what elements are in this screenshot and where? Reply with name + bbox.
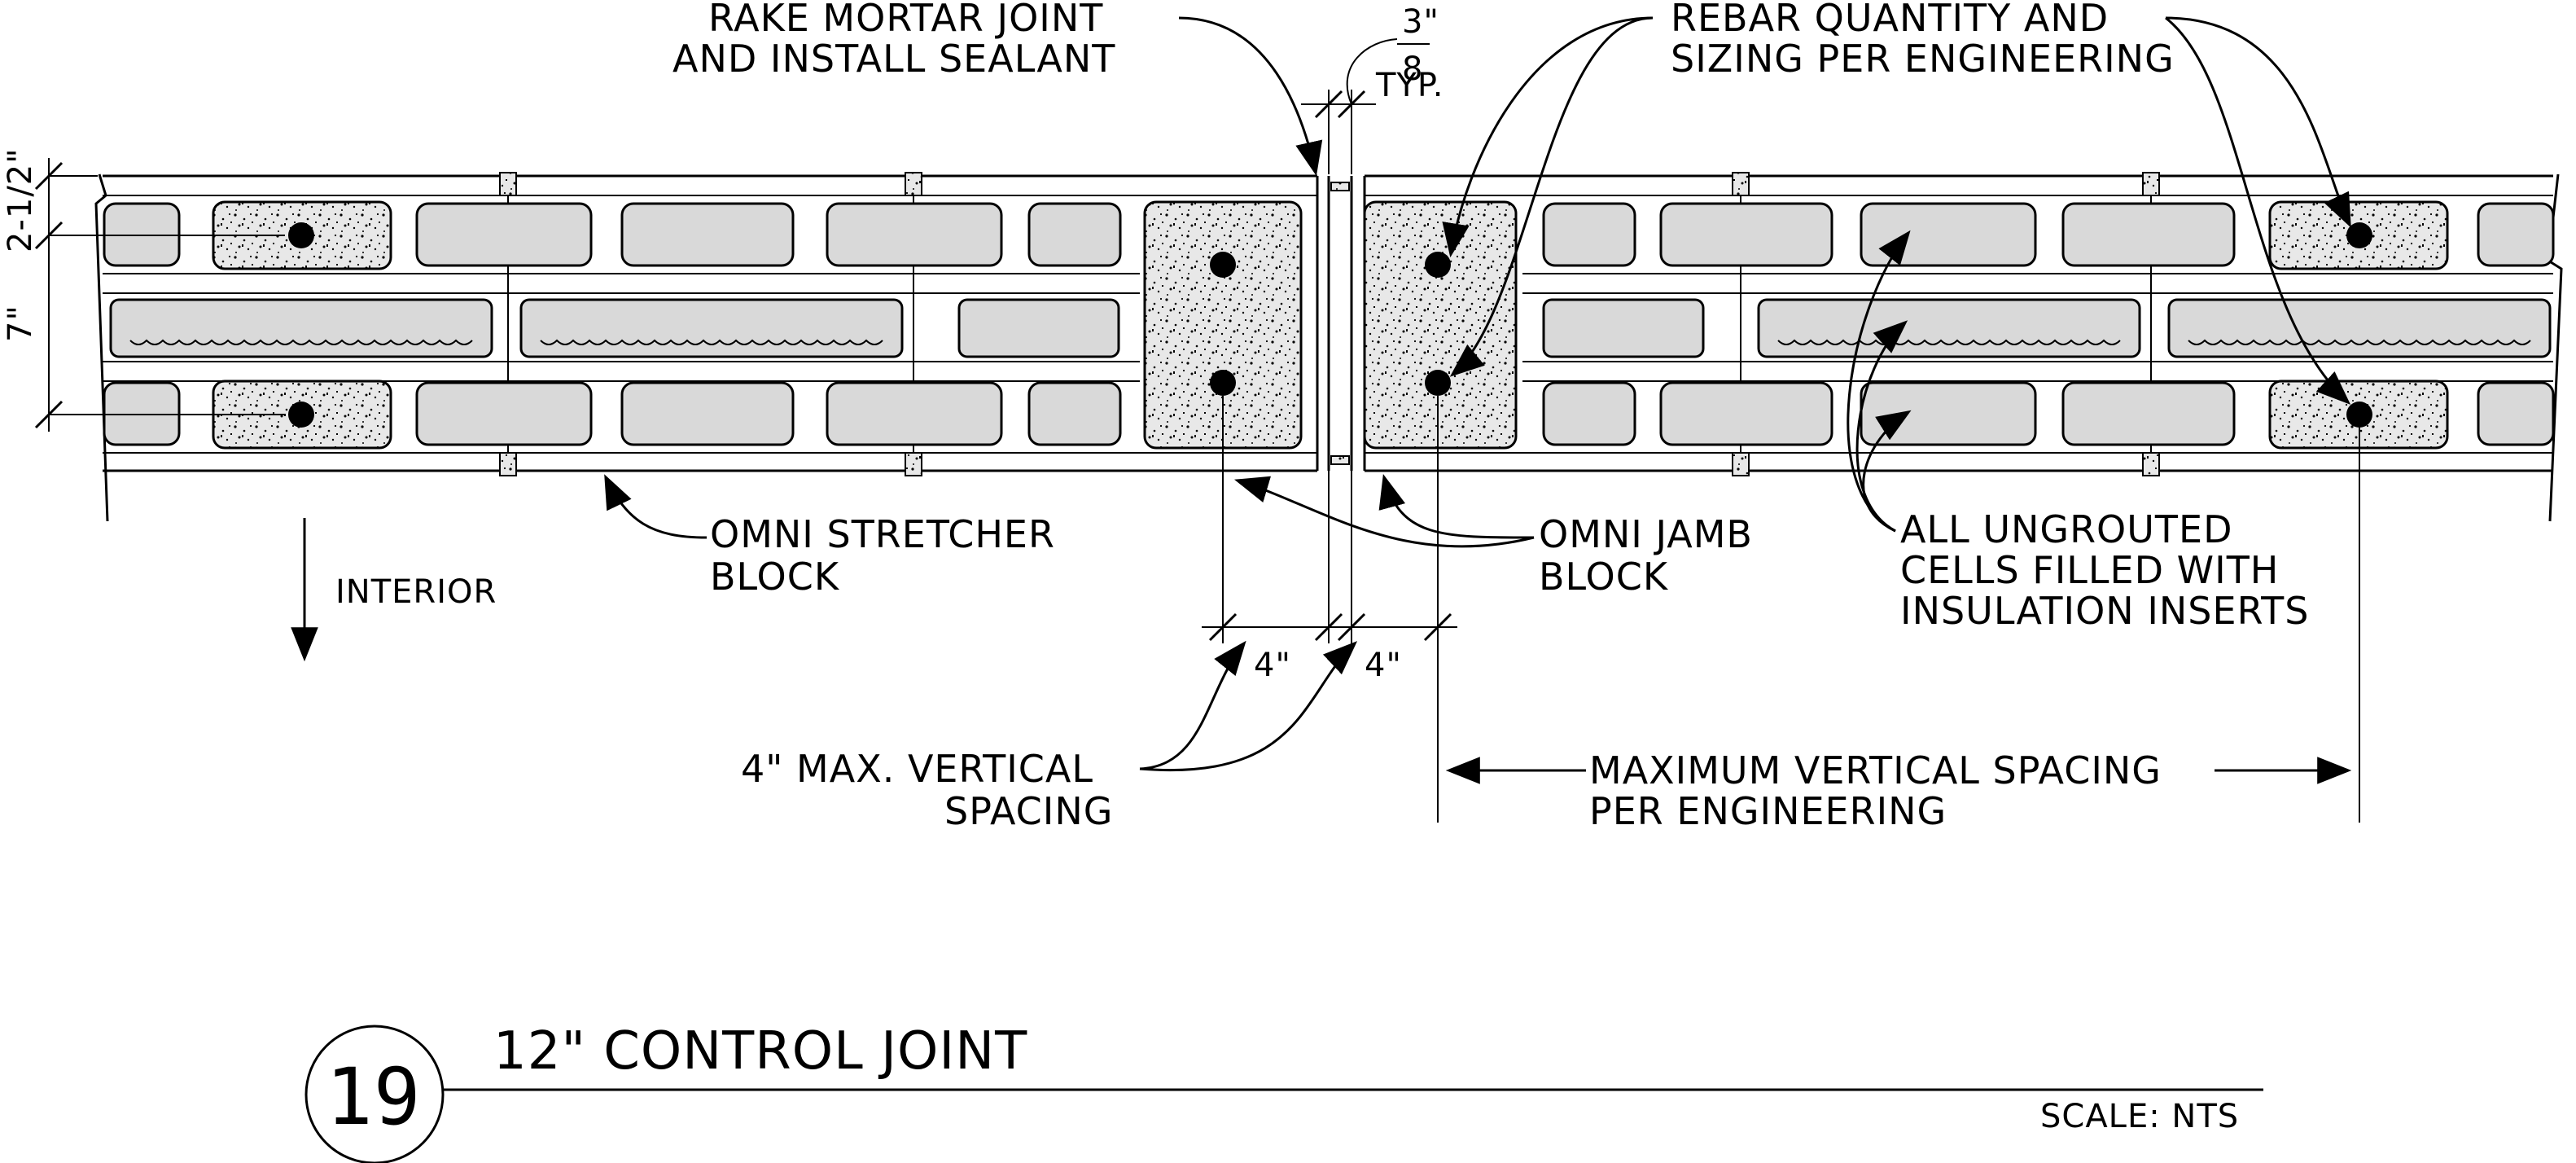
max4-leader-2 [1139,641,1358,771]
dim-4in-right: 4" [1365,647,1402,684]
interior-label: INTERIOR [335,573,497,611]
joint-width-numerator: 3" [1402,3,1439,41]
stretcher-label-line1: OMNI STRETCHER [710,512,1055,556]
interior-row-cells-right [1542,381,2555,446]
dim-4in-left: 4" [1254,647,1291,684]
dim-face-shell: 2-1/2" [2,147,39,252]
max4-label-line2: SPACING [944,789,1113,833]
rake-label-line2: AND INSTALL SEALANT [672,37,1115,81]
joint-width-typ: TYP. [1375,67,1444,104]
exterior-row-cells-left [103,202,1122,267]
title-block: 19 12" CONTROL JOINT SCALE: NTS [304,1021,2263,1163]
lower-annotations: OMNI STRETCHER BLOCK OMNI JAMB BLOCK ALL… [291,230,2360,833]
dim-cell-spacing: 7" [2,305,39,342]
ungrouted-leader-2 [1855,320,1908,533]
max4-leader-1 [1139,640,1246,770]
rake-label-line1: RAKE MORTAR JOINT [708,0,1103,40]
rebar-leader-2 [1449,16,1654,377]
rebar-bars [288,222,2372,428]
rebar-label-line2: SIZING PER ENGINEERING [1671,37,2175,81]
ungrouted-label-line1: ALL UNGROUTED [1900,507,2233,551]
jamb-grout-right [1363,200,1518,450]
grouted-cells-right [1363,200,2449,450]
rebar-label-line1: REBAR QUANTITY AND [1671,0,2109,40]
detail-bubble [304,1025,445,1163]
jamb-leader-left [1233,476,1535,548]
stretcher-label-line2: BLOCK [710,555,840,599]
rebar-leader-4 [2165,16,2351,405]
detail-title: 12" CONTROL JOINT [493,1021,1027,1082]
left-dimensions: 2-1/2" 7" [2,147,285,432]
ungrouted-label-line3: INSULATION INSERTS [1900,589,2309,633]
maxspace-label-line1: MAXIMUM VERTICAL SPACING [1589,748,2162,792]
maxspace-label-line2: PER ENGINEERING [1589,789,1947,833]
stretcher-leader [604,474,708,539]
interior-row-cells-left [103,381,1122,446]
top-annotations: RAKE MORTAR JOINT AND INSTALL SEALANT 3"… [672,0,2351,405]
detail-number: 19 [326,1051,422,1143]
middle-row-cells-left [109,298,1120,358]
wall-plan-section [94,172,2563,522]
middle-row-cells-right [1542,298,2552,358]
max4-label-line1: 4" MAX. VERTICAL [741,747,1093,791]
ungrouted-leader-3 [1862,410,1912,533]
rake-leader [1178,16,1323,177]
rebar-leader-3 [2165,16,2351,228]
left-break-line [94,173,109,522]
rebar-leader-1 [1442,16,1654,258]
jamb-label-line2: BLOCK [1539,555,1669,599]
jamb-leader-right [1378,473,1535,539]
joint-width-denominator: 8 [1402,50,1423,88]
scale-label: SCALE: NTS [2040,1098,2239,1135]
jamb-label-line1: OMNI JAMB [1539,512,1753,556]
ungrouted-label-line2: CELLS FILLED WITH [1900,548,2279,592]
